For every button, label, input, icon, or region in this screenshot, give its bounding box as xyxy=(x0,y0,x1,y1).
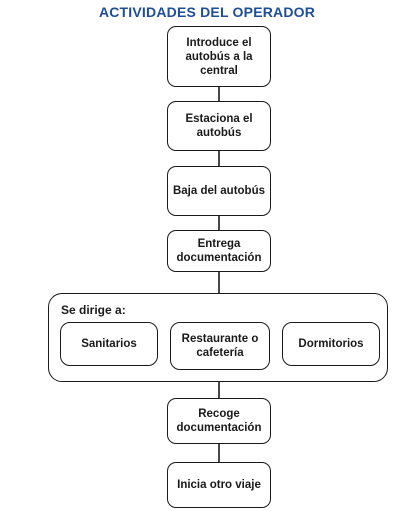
step-start-new-trip: Inicia otro viaje xyxy=(167,462,271,508)
destination-group-label: Se dirige a: xyxy=(61,303,126,317)
step-deliver-documents: Entrega documentación xyxy=(167,230,271,272)
step-introduce-bus: Introduce el autobús a la central xyxy=(167,26,271,87)
option-restrooms: Sanitarios xyxy=(60,322,158,366)
option-dormitories: Dormitorios xyxy=(282,322,380,366)
step-collect-documents: Recoge documentación xyxy=(167,398,271,444)
option-restaurant: Restaurante o cafetería xyxy=(170,322,270,370)
step-park-bus: Estaciona el autobús xyxy=(167,101,271,151)
diagram-title: ACTIVIDADES DEL OPERADOR xyxy=(98,4,316,20)
step-exit-bus: Baja del autobús xyxy=(167,166,271,216)
